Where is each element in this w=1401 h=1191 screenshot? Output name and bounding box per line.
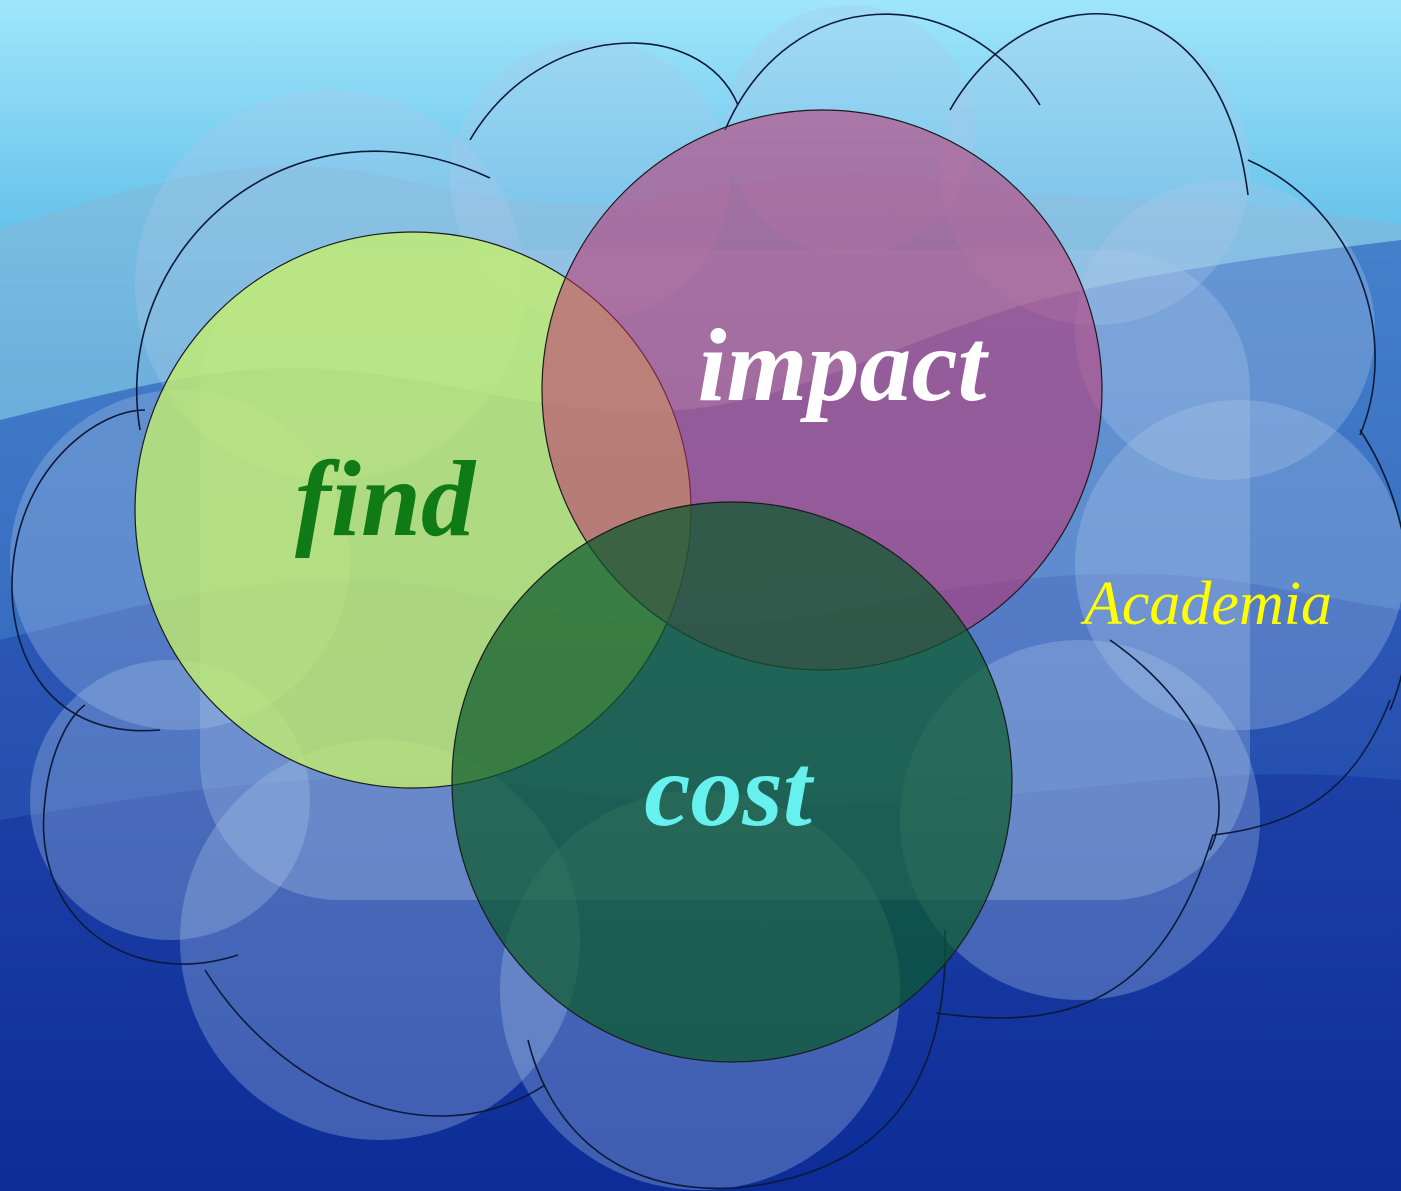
circle-cost	[451, 501, 1013, 1063]
find-label: find	[295, 440, 477, 559]
cost-label: cost	[644, 733, 815, 848]
academia-label: Academia	[1080, 570, 1332, 638]
impact-label: impact	[698, 308, 990, 423]
venn-circles	[134, 109, 1103, 1063]
